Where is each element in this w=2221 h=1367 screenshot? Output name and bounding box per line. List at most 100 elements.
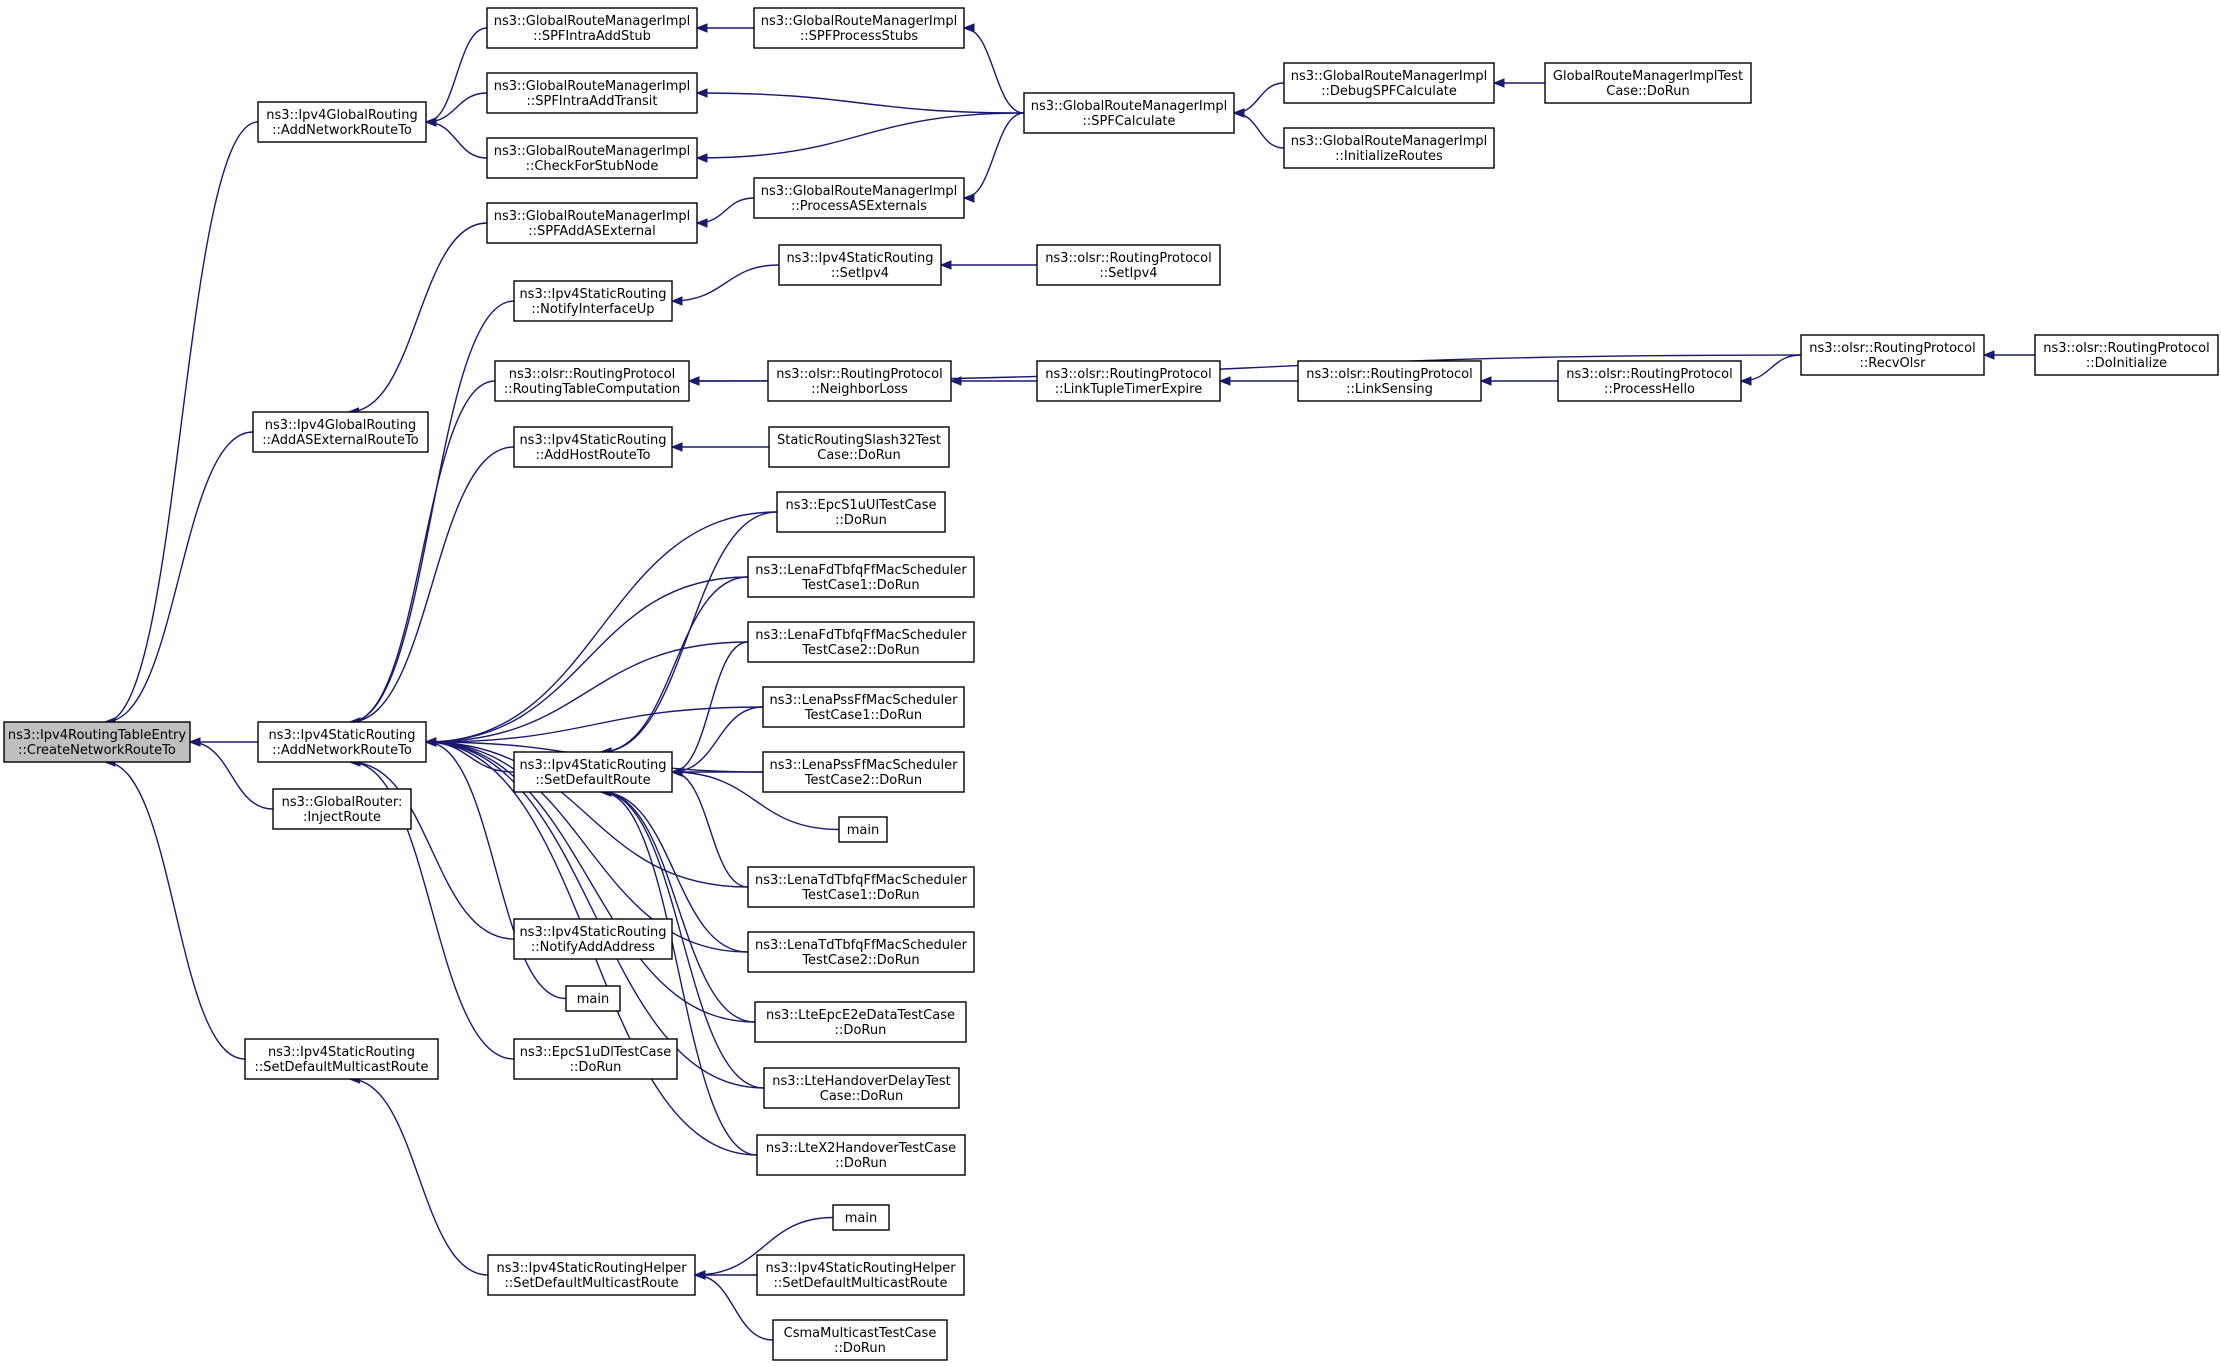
arrowhead-olsr_doinit-to-olsr_recv bbox=[1982, 350, 1995, 360]
node-grm_initroutes[interactable]: ns3::GlobalRouteManagerImpl::InitializeR… bbox=[1283, 127, 1495, 169]
edge-lenapss1-to-ipv4sr_addnet bbox=[425, 706, 764, 743]
node-main1[interactable]: main bbox=[838, 816, 888, 843]
edge-csma-to-srh_setdefmc bbox=[694, 1274, 774, 1341]
node-epcs1uul[interactable]: ns3::EpcS1uUlTestCase::DoRun bbox=[776, 491, 946, 533]
node-grm_intrastub[interactable]: ns3::GlobalRouteManagerImpl::SPFIntraAdd… bbox=[486, 7, 698, 49]
node-lteepce2e[interactable]: ns3::LteEpcE2eDataTestCase::DoRun bbox=[754, 1001, 967, 1043]
node-epcs1udl[interactable]: ns3::EpcS1uDlTestCase::DoRun bbox=[513, 1038, 678, 1080]
node-sr_setipv4[interactable]: ns3::Ipv4StaticRouting::SetIpv4 bbox=[778, 244, 942, 286]
node-csma[interactable]: CsmaMulticastTestCase::DoRun bbox=[772, 1319, 948, 1361]
node-label-line: ::DoInitialize bbox=[2086, 356, 2167, 371]
edge-olsr_rtcomp-to-ipv4sr_addnet bbox=[349, 380, 496, 723]
edge-lenafd1-to-ipv4sr_addnet bbox=[425, 576, 749, 743]
node-olsr_doinit[interactable]: ns3::olsr::RoutingProtocol::DoInitialize bbox=[2034, 334, 2219, 376]
node-label-line: ns3::LenaFdTbfqFfMacScheduler bbox=[755, 563, 967, 578]
arrowhead-olsr_recv-to-olsr_rtcomp bbox=[687, 376, 700, 386]
node-olsr_setipv4[interactable]: ns3::olsr::RoutingProtocol::SetIpv4 bbox=[1036, 244, 1221, 286]
edge-lenafd2-to-ipv4sr_addnet bbox=[425, 641, 749, 743]
node-label-line: ::SPFCalculate bbox=[1082, 114, 1175, 129]
node-main3[interactable]: main bbox=[832, 1204, 890, 1231]
edge-grm_addasext-to-ipv4gr_addas bbox=[348, 222, 488, 413]
node-label-line: CsmaMulticastTestCase bbox=[784, 1326, 937, 1341]
node-label-line: ns3::LteX2HandoverTestCase bbox=[766, 1141, 956, 1156]
node-box bbox=[487, 1254, 696, 1296]
node-sr_addhost[interactable]: ns3::Ipv4StaticRouting::AddHostRouteTo bbox=[513, 426, 673, 468]
node-lenafd1[interactable]: ns3::LenaFdTbfqFfMacSchedulerTestCase1::… bbox=[747, 556, 975, 598]
node-label-line: ::AddHostRouteTo bbox=[536, 448, 651, 463]
node-box bbox=[838, 816, 888, 843]
node-grm_spfcalc[interactable]: ns3::GlobalRouteManagerImpl::SPFCalculat… bbox=[1023, 92, 1235, 134]
node-label-line: TestCase2::DoRun bbox=[804, 773, 922, 788]
node-box bbox=[778, 244, 942, 286]
node-label-line: ns3::EpcS1uUlTestCase bbox=[786, 498, 937, 513]
node-sr_setdef[interactable]: ns3::Ipv4StaticRouting::SetDefaultRoute bbox=[513, 751, 673, 793]
node-label-line: ::RecvOlsr bbox=[1859, 356, 1926, 371]
edges-layer bbox=[103, 23, 2035, 1341]
node-label-line: ns3::GlobalRouteManagerImpl bbox=[761, 14, 958, 29]
node-box bbox=[257, 721, 427, 763]
arrowhead-slash32-to-sr_addhost bbox=[670, 442, 683, 452]
edge-ltehandover-to-sr_setdef bbox=[600, 791, 765, 1089]
node-box bbox=[1023, 92, 1235, 134]
node-main2[interactable]: main bbox=[565, 985, 621, 1012]
node-box bbox=[747, 556, 975, 598]
node-ipv4sr_setdefmc[interactable]: ns3::Ipv4StaticRouting::SetDefaultMultic… bbox=[244, 1038, 439, 1080]
node-olsr_recv[interactable]: ns3::olsr::RoutingProtocol::RecvOlsr bbox=[1800, 334, 1985, 376]
node-lenafd2[interactable]: ns3::LenaFdTbfqFfMacSchedulerTestCase2::… bbox=[747, 621, 975, 663]
node-label-line: ::DoRun bbox=[570, 1060, 622, 1075]
node-sr_notifyup[interactable]: ns3::Ipv4StaticRouting::NotifyInterfaceU… bbox=[513, 280, 673, 322]
node-sr_notifyaddr[interactable]: ns3::Ipv4StaticRouting::NotifyAddAddress bbox=[513, 918, 673, 960]
node-label-line: ::SPFIntraAddTransit bbox=[526, 94, 657, 109]
node-grm_processas[interactable]: ns3::GlobalRouteManagerImpl::ProcessASEx… bbox=[753, 177, 965, 219]
node-box bbox=[753, 177, 965, 219]
arrowhead-gr_inject-to-root bbox=[188, 737, 201, 747]
node-root[interactable]: ns3::Ipv4RoutingTableEntry::CreateNetwor… bbox=[3, 721, 191, 763]
node-box bbox=[252, 411, 429, 453]
node-ltex2[interactable]: ns3::LteX2HandoverTestCase::DoRun bbox=[756, 1134, 966, 1176]
node-ipv4gr_addnet[interactable]: ns3::Ipv4GlobalRouting::AddNetworkRouteT… bbox=[257, 101, 427, 143]
node-label-line: ::SPFProcessStubs bbox=[800, 29, 918, 44]
node-label-line: ::SPFAddASExternal bbox=[528, 224, 655, 239]
node-label-line: :InjectRoute bbox=[303, 810, 381, 825]
node-lenatd1[interactable]: ns3::LenaTdTbfqFfMacSchedulerTestCase1::… bbox=[747, 866, 975, 908]
node-box bbox=[768, 426, 950, 468]
node-gr_inject[interactable]: ns3::GlobalRouter::InjectRoute bbox=[272, 788, 412, 830]
node-olsr_linktuple[interactable]: ns3::olsr::RoutingProtocol::LinkTupleTim… bbox=[1036, 360, 1221, 402]
node-lenapss1[interactable]: ns3::LenaPssFfMacSchedulerTestCase1::DoR… bbox=[762, 686, 965, 728]
node-box bbox=[1036, 244, 1221, 286]
node-grm_addasext[interactable]: ns3::GlobalRouteManagerImpl::SPFAddASExt… bbox=[486, 202, 698, 244]
node-ipv4gr_addas[interactable]: ns3::Ipv4GlobalRouting::AddASExternalRou… bbox=[252, 411, 429, 453]
node-label-line: ::SetIpv4 bbox=[831, 266, 889, 281]
node-ipv4sr_addnet[interactable]: ns3::Ipv4StaticRouting::AddNetworkRouteT… bbox=[257, 721, 427, 763]
edge-epcs1uul-to-ipv4sr_addnet bbox=[425, 511, 778, 743]
node-lenatd2[interactable]: ns3::LenaTdTbfqFfMacSchedulerTestCase2::… bbox=[747, 931, 975, 973]
node-olsr_rtcomp[interactable]: ns3::olsr::RoutingProtocol::RoutingTable… bbox=[494, 360, 690, 402]
node-box bbox=[1283, 127, 1495, 169]
edge-grm_spfcalc-to-grm_checkstub bbox=[696, 112, 1025, 159]
node-grm_processstubs[interactable]: ns3::GlobalRouteManagerImpl::SPFProcessS… bbox=[753, 7, 965, 49]
node-box bbox=[244, 1038, 439, 1080]
edge-ipv4sr_setdefmc-to-root bbox=[104, 761, 246, 1060]
node-label-line: TestCase1::DoRun bbox=[804, 708, 922, 723]
node-lenapss2[interactable]: ns3::LenaPssFfMacSchedulerTestCase2::DoR… bbox=[762, 751, 965, 793]
edge-main2-to-ipv4sr_addnet bbox=[425, 741, 567, 1000]
node-olsr_linksensing[interactable]: ns3::olsr::RoutingProtocol::LinkSensing bbox=[1297, 360, 1482, 402]
node-box bbox=[486, 72, 698, 114]
node-olsr_nloss[interactable]: ns3::olsr::RoutingProtocol::NeighborLoss bbox=[767, 360, 952, 402]
node-label-line: Case::DoRun bbox=[817, 448, 900, 463]
node-olsr_processhello[interactable]: ns3::olsr::RoutingProtocol::ProcessHello bbox=[1557, 360, 1742, 402]
node-label-line: ns3::GlobalRouteManagerImpl bbox=[494, 79, 691, 94]
node-box bbox=[747, 866, 975, 908]
node-label-line: ::LinkTupleTimerExpire bbox=[1055, 382, 1202, 397]
node-label-line: ns3::GlobalRouteManagerImpl bbox=[1291, 69, 1488, 84]
node-grm_debugspf[interactable]: ns3::GlobalRouteManagerImpl::DebugSPFCal… bbox=[1283, 62, 1495, 104]
node-label-line: ::SetDefaultMulticastRoute bbox=[254, 1060, 428, 1075]
node-grm_checkstub[interactable]: ns3::GlobalRouteManagerImpl::CheckForStu… bbox=[486, 137, 698, 179]
node-srh_setdefmc2[interactable]: ns3::Ipv4StaticRoutingHelper::SetDefault… bbox=[756, 1254, 965, 1296]
node-grm_intratransit[interactable]: ns3::GlobalRouteManagerImpl::SPFIntraAdd… bbox=[486, 72, 698, 114]
node-srh_setdefmc[interactable]: ns3::Ipv4StaticRoutingHelper::SetDefault… bbox=[487, 1254, 696, 1296]
node-label-line: ns3::Ipv4GlobalRouting bbox=[266, 108, 417, 123]
